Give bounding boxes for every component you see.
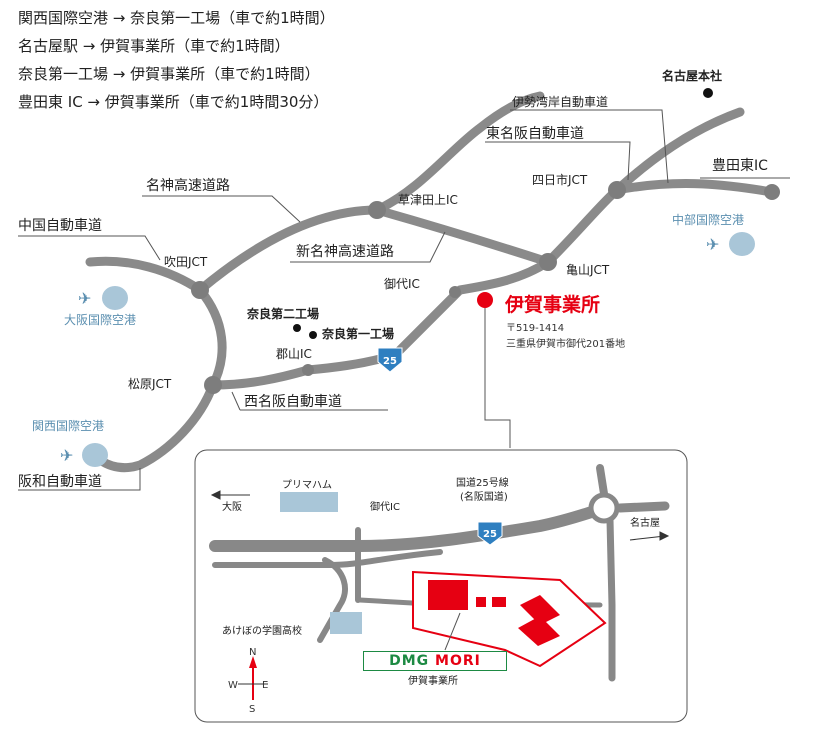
inset-route25-shield: 25 [477, 521, 503, 546]
svg-text:25: 25 [483, 529, 497, 540]
matsubara-jct-node [204, 376, 222, 394]
inset-osaka-label: 大阪 [222, 502, 242, 513]
osaka-airport-label: 大阪国際空港 [64, 313, 137, 327]
koriyama-ic-node [302, 364, 314, 376]
inset-primaham-label: プリマハム [282, 480, 332, 491]
nishimeihan-road [208, 257, 553, 390]
airplane-icon: ✈ [60, 446, 73, 465]
logo-dmg: DMG [389, 653, 430, 669]
kameyama-jct-label: 亀山JCT [566, 263, 610, 277]
chubu-airport-pond [729, 232, 755, 256]
kameyama-jct-node [539, 253, 557, 271]
logo-sub-label: 伊賀事業所 [408, 676, 458, 687]
meishin-label: 名神高速道路 [146, 178, 230, 194]
matsubara-jct-label: 松原JCT [128, 377, 172, 391]
inset-south-road [606, 516, 616, 682]
leader-iga [484, 302, 511, 448]
route-line-2: 名古屋駅 → 伊賀事業所（車で約1時間） [18, 37, 290, 55]
leader-hanwa [18, 468, 141, 491]
chubu-airport-label: 中部国際空港 [672, 213, 745, 227]
route-line-3: 奈良第一工場 → 伊賀事業所（車で約1時間） [18, 65, 320, 83]
yokkaichi-jct-node [608, 181, 626, 199]
dmgmori-building-main [428, 580, 468, 610]
iga-title: 伊賀事業所 [505, 294, 601, 316]
meishin-road [195, 91, 545, 295]
isewangan-road [612, 179, 777, 197]
logo-mori: MORI [435, 653, 481, 669]
compass: N S E W [228, 647, 268, 715]
suita-jct-node [191, 281, 209, 299]
arrow-nagoya-head [659, 531, 670, 541]
nara1-dot [309, 331, 317, 339]
school-building [330, 612, 362, 634]
kusatsu-ic-label: 草津田上IC [398, 193, 458, 207]
oyodai-ic-label: 御代IC [384, 277, 420, 291]
compass-e: E [262, 680, 268, 691]
nara1-label: 奈良第一工場 [322, 327, 395, 341]
yokkaichi-jct-label: 四日市JCT [532, 173, 588, 187]
dmgmori-building-small2 [492, 597, 506, 607]
leader-isewangan [510, 109, 669, 184]
inset-main-road [209, 502, 611, 552]
inset-ramp [317, 557, 348, 643]
shinmeishin-label: 新名神高速道路 [296, 244, 394, 260]
compass-n: N [249, 647, 256, 658]
route-line-4: 豊田東 IC → 伊賀事業所（車で約1時間30分） [18, 93, 329, 111]
dmgmori-building-diag1 [520, 595, 560, 625]
leader-chugoku [18, 235, 161, 261]
airplane-icon: ✈ [706, 235, 719, 254]
inset-east-road [615, 501, 670, 513]
leader-shinmeishin [290, 231, 446, 263]
nara2-dot [293, 324, 301, 332]
compass-w: W [228, 680, 238, 691]
route-line-1: 関西国際空港 → 奈良第一工場（車で約1時間） [18, 9, 335, 27]
shinmeishin-road [372, 205, 553, 267]
inset-school-label: あけぼの学園高校 [222, 626, 302, 637]
kansai-airport-pond [82, 443, 108, 467]
arrow-osaka-head [210, 490, 221, 500]
isewangan-label: 伊勢湾岸自動車道 [512, 95, 609, 109]
nagoya-hq-label: 名古屋本社 [662, 69, 723, 83]
logo-leader [444, 612, 461, 651]
inset-route-line1: 国道25号線 [456, 478, 509, 489]
leader-nishimeihan2 [231, 391, 241, 411]
osaka-airport-pond [102, 286, 128, 310]
dmgmori-building-small1 [476, 597, 486, 607]
chugoku-label: 中国自動車道 [18, 218, 102, 234]
leader-higashimeihan [485, 141, 631, 181]
inset-roundabout [588, 492, 620, 524]
suita-jct-label: 吹田JCT [164, 255, 208, 269]
leader-meishin [142, 195, 301, 223]
dmgmori-logo: DMG MORI [363, 651, 507, 671]
toyota-ic-label: 豊田東IC [712, 158, 768, 174]
arrow-nagoya [629, 535, 666, 541]
iga-location-dot [477, 292, 493, 308]
airplane-icon: ✈ [78, 289, 91, 308]
inset-nagoya-label: 名古屋 [630, 518, 660, 529]
kusatsu-ic-node [368, 201, 386, 219]
inset-route-line2: (名阪国道) [460, 492, 508, 503]
nagoya-hq-dot [703, 88, 713, 98]
toyota-ic-node [764, 184, 780, 200]
kansai-airport-label: 関西国際空港 [32, 419, 105, 433]
compass-s: S [249, 704, 255, 715]
primaham-building [280, 492, 338, 512]
inset-oyodai-label: 御代IC [370, 502, 400, 513]
iga-address: 三重県伊賀市御代201番地 [506, 339, 626, 350]
higashimeihan-label: 東名阪自動車道 [486, 126, 584, 142]
dmgmori-building-diag2 [518, 616, 560, 646]
koriyama-ic-label: 郡山IC [276, 347, 312, 361]
oyodai-ic-node [449, 286, 461, 298]
svg-text:25: 25 [383, 356, 397, 367]
hanwa-label: 阪和自動車道 [18, 474, 102, 490]
nara2-label: 奈良第二工場 [247, 307, 320, 321]
nishimeihan-label: 西名阪自動車道 [244, 394, 342, 410]
iga-postal: 〒519-1414 [506, 323, 565, 334]
route25-shield: 25 [377, 347, 403, 373]
